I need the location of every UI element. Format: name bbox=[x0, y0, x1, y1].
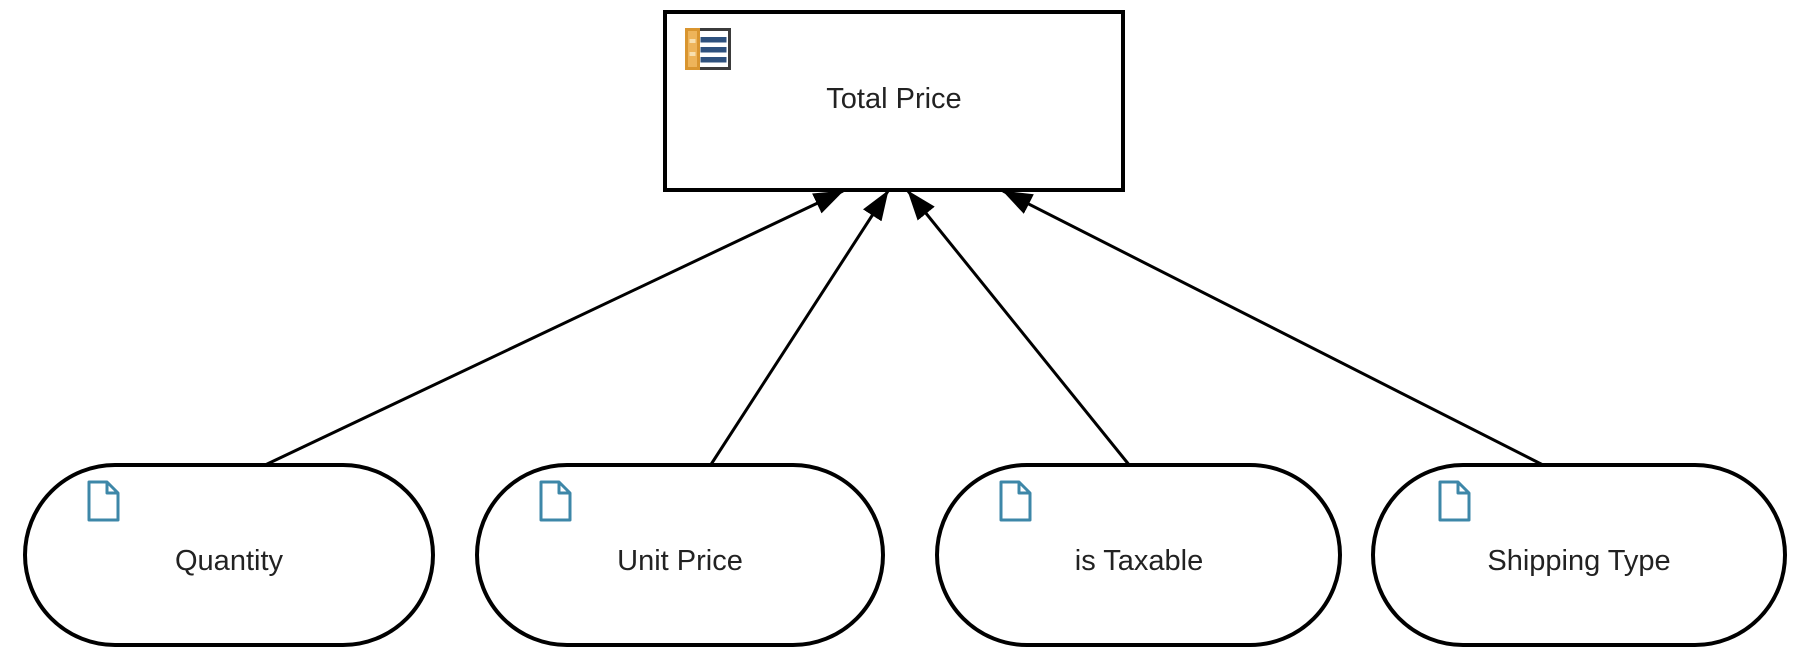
input-data-node-unit-price[interactable]: Unit Price bbox=[475, 463, 885, 647]
connection-quantity-to-total-price[interactable] bbox=[262, 189, 844, 468]
connection-shipping-type-to-total-price[interactable] bbox=[1002, 189, 1546, 468]
document-icon bbox=[87, 480, 120, 522]
input-data-node-shipping-type[interactable]: Shipping Type bbox=[1371, 463, 1787, 647]
decision-shape[interactable] bbox=[663, 10, 1125, 192]
input-data-node-quantity[interactable]: Quantity bbox=[23, 463, 435, 647]
decision-table-icon bbox=[685, 28, 731, 70]
decision-label: Total Price bbox=[826, 83, 961, 115]
input-data-node-is-taxable[interactable]: is Taxable bbox=[935, 463, 1342, 647]
document-icon bbox=[1438, 480, 1471, 522]
document-icon bbox=[999, 480, 1032, 522]
input-data-label: Unit Price bbox=[617, 545, 743, 577]
input-data-label: Shipping Type bbox=[1487, 545, 1670, 577]
input-data-label: Quantity bbox=[175, 545, 283, 577]
input-data-label: is Taxable bbox=[1075, 545, 1203, 577]
input-data-shape[interactable] bbox=[1371, 463, 1787, 647]
connection-is-taxable-to-total-price[interactable] bbox=[906, 190, 1132, 467]
input-data-shape[interactable] bbox=[23, 463, 435, 647]
decision-node-total-price[interactable]: Total Price bbox=[663, 10, 1125, 192]
connection-unit-price-to-total-price[interactable] bbox=[708, 190, 890, 467]
input-data-shape[interactable] bbox=[935, 463, 1342, 647]
document-icon bbox=[539, 480, 572, 522]
input-data-shape[interactable] bbox=[475, 463, 885, 647]
